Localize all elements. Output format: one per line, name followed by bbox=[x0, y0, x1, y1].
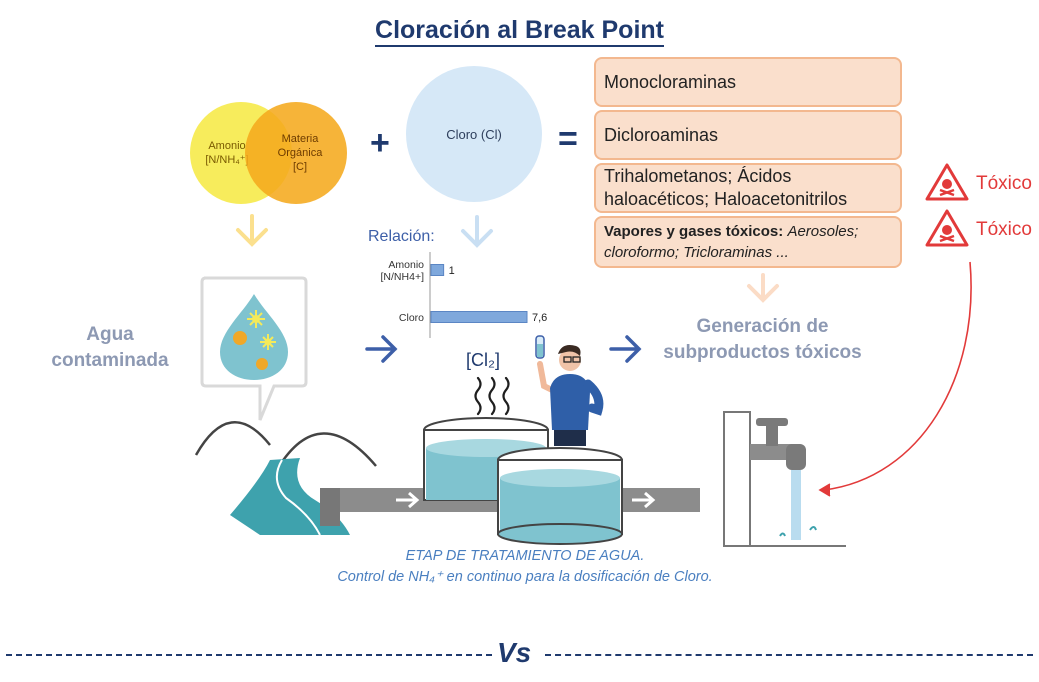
caption-line1: ETAP DE TRATAMIENTO DE AGUA. bbox=[405, 548, 645, 564]
down-arrow-icon bbox=[461, 215, 493, 248]
vs-divider-right bbox=[545, 654, 1033, 656]
generacion-subproductos-label: Generación de subproductos tóxicos bbox=[663, 316, 862, 363]
down-arrow-icon bbox=[236, 214, 268, 247]
cl2-label: [Cl₂] bbox=[466, 350, 500, 370]
skull-warning-icon bbox=[925, 209, 969, 247]
vapores-italic-2: Tricloraminas ... bbox=[683, 244, 789, 261]
cloro-circle: Cloro (Cl) bbox=[406, 66, 542, 202]
down-arrow-icon bbox=[747, 273, 779, 303]
product-trihalometanos: Trihalometanos; Ácidos haloacéticos; Hal… bbox=[594, 163, 902, 213]
right-arrow-icon bbox=[365, 335, 398, 363]
vs-label: Vs bbox=[497, 637, 532, 668]
product-monocloraminas: Monocloraminas bbox=[594, 57, 902, 107]
chart-value-label: 7,6 bbox=[532, 312, 547, 324]
vapores-bold: Vapores y gases tóxicos: bbox=[604, 223, 784, 240]
technician-figure bbox=[535, 335, 604, 446]
amonio-label: Amonio bbox=[208, 140, 246, 152]
chart-title: Relación: bbox=[368, 228, 435, 245]
plant-caption: ETAP DE TRATAMIENTO DE AGUA. Control de … bbox=[250, 546, 800, 588]
cloro-label: Cloro (Cl) bbox=[446, 126, 502, 142]
vapores-italic-1: Aerosoles; cloroformo; bbox=[604, 223, 859, 261]
treatment-plant-illustration bbox=[194, 411, 846, 547]
materia-label-line1: Materia bbox=[281, 133, 319, 145]
equals-sign: = bbox=[558, 120, 578, 158]
product-dicloroaminas: Dicloroaminas bbox=[594, 110, 902, 160]
amonio-formula: [N/NH₄⁺] bbox=[205, 154, 249, 166]
toxic-label-1: Tóxico bbox=[976, 173, 1032, 194]
plus-sign: + bbox=[370, 124, 390, 162]
agua-contaminada-label: Agua contaminada bbox=[51, 324, 169, 371]
gas-fumes-icon bbox=[474, 376, 510, 416]
right-arrow-icon bbox=[609, 335, 642, 363]
chart-category-label: Cloro bbox=[399, 312, 424, 324]
chart-bar bbox=[430, 264, 445, 276]
chart-value-label: 1 bbox=[449, 265, 455, 277]
materia-organica-circle: Materia Orgánica [C] bbox=[245, 102, 347, 204]
contaminated-water-bubble bbox=[200, 276, 308, 421]
chart-category-label: [N/NH4+] bbox=[381, 271, 425, 283]
chart-category-label: Amonio bbox=[388, 259, 424, 271]
vs-divider-left bbox=[6, 654, 492, 656]
page-title: Cloración al Break Point bbox=[0, 16, 1039, 47]
materia-formula: [C] bbox=[292, 161, 308, 173]
red-curved-arrow bbox=[818, 261, 972, 497]
caption-line2: Control de NH₄⁺ en continuo para la dosi… bbox=[337, 569, 713, 585]
product-vapores-gases: Vapores y gases tóxicos: Aerosoles; clor… bbox=[594, 216, 902, 268]
skull-warning-icon bbox=[925, 163, 969, 201]
toxic-label-2: Tóxico bbox=[976, 219, 1032, 240]
materia-label-line2: Orgánica bbox=[277, 147, 323, 159]
chart-bar bbox=[430, 311, 528, 323]
